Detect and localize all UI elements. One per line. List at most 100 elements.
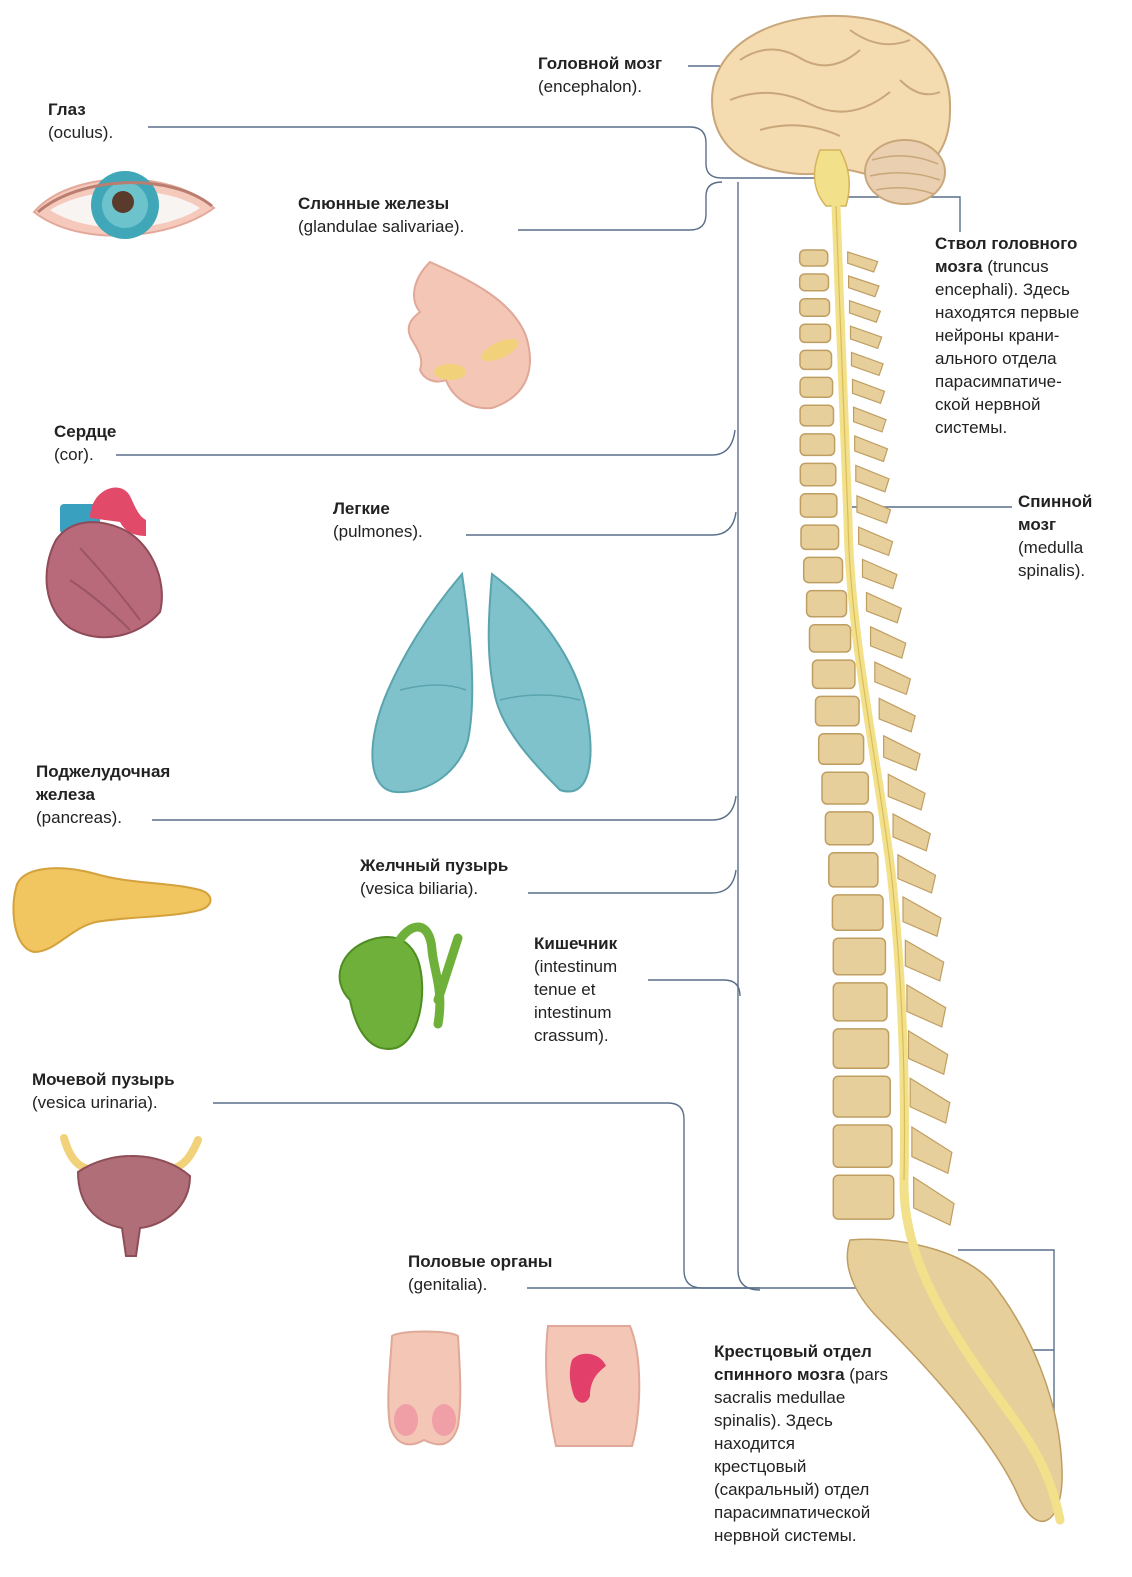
pancreas-illustration (13, 868, 210, 952)
label-genitalia-latin: (genitalia). (408, 1273, 552, 1296)
leader-heart (116, 430, 735, 455)
vertebra-process (871, 627, 906, 658)
vertebra-process (909, 1031, 948, 1074)
vertebra-body (833, 983, 887, 1021)
label-pancreas-latin: (pancreas). (36, 806, 170, 829)
label-heart-latin: (cor). (54, 443, 116, 466)
label-sacral-line-5: находится (714, 1432, 888, 1455)
bladder-illustration (64, 1138, 198, 1256)
label-intestine-line-3: intestinum (534, 1001, 617, 1024)
vertebra-process (854, 407, 886, 432)
vertebra-body (800, 463, 836, 485)
label-genitalia-title: Половые органы (408, 1250, 552, 1273)
label-brainstem-line-8: ской нервной (935, 393, 1079, 416)
leader-salivary (518, 182, 722, 230)
vertebra-process (893, 814, 930, 851)
vertebra-body (833, 1076, 890, 1117)
leader-gallbladder (528, 870, 736, 893)
label-eye: Глаз (oculus). (48, 98, 113, 144)
vertebra-body (816, 696, 860, 725)
vertebra-process (898, 855, 936, 893)
label-gallbladder-title: Желчный пузырь (360, 854, 508, 877)
label-brain-latin: (encephalon). (538, 75, 662, 98)
label-gallbladder-latin: (vesica biliaria). (360, 877, 508, 900)
label-sacral-line-4: spinalis). Здесь (714, 1409, 888, 1432)
vertebra-process (910, 1078, 950, 1123)
vertebra-process (875, 662, 911, 694)
vertebra-body (800, 250, 828, 266)
leader-trunk (738, 182, 760, 1290)
label-brainstem-line-3: encephali). Здесь (935, 278, 1079, 301)
label-pancreas: Поджелудочная железа (pancreas). (36, 760, 170, 829)
vertebra-process (905, 940, 943, 981)
label-sacral-line-6: крестцовый (714, 1455, 888, 1478)
label-brain: Головной мозг (encephalon). (538, 52, 662, 98)
vertebra-body (800, 274, 829, 291)
label-brainstem-line-7: парасимпатиче- (935, 370, 1079, 393)
vertebra-body (833, 1029, 888, 1068)
vertebra-body (800, 350, 832, 369)
label-salivary-title: Слюнные железы (298, 192, 464, 215)
salivary-glands-illustration (409, 262, 530, 408)
label-spinal-cord-bold-2: мозг (1018, 513, 1092, 536)
vertebra-process (859, 527, 893, 555)
vertebra-body (800, 434, 834, 456)
label-sacral-line-8: парасимпатической (714, 1501, 888, 1524)
vertebra-body (800, 299, 830, 317)
vertebra-body (807, 591, 847, 617)
genitalia-illustration (388, 1326, 639, 1446)
lungs-illustration (372, 574, 590, 792)
label-brainstem-line-9: системы. (935, 416, 1079, 439)
label-lungs: Легкие (pulmones). (333, 497, 423, 543)
label-bladder-title: Мочевой пузырь (32, 1068, 175, 1091)
label-sacral-bold-1: Крестцовый отдел (714, 1340, 888, 1363)
label-salivary-latin: (glandulae salivariae). (298, 215, 464, 238)
vertebra-process (866, 593, 901, 623)
vertebra-process (903, 897, 941, 936)
label-bladder-latin: (vesica urinaria). (32, 1091, 175, 1114)
vertebra-process (853, 379, 885, 403)
label-salivary: Слюнные железы (glandulae salivariae). (298, 192, 464, 238)
gallbladder-illustration (340, 927, 458, 1049)
vertebra-process (850, 301, 881, 322)
label-bladder: Мочевой пузырь (vesica urinaria). (32, 1068, 175, 1114)
vertebra-body (800, 494, 837, 517)
vertebra-body (825, 812, 873, 845)
vertebra-body (810, 625, 851, 652)
vertebra-body (822, 772, 868, 804)
spine-illustration (800, 250, 1062, 1521)
vertebra-process (912, 1127, 952, 1173)
label-brainstem-line-6: ального отдела (935, 347, 1079, 370)
label-brainstem-line-4: находятся первые (935, 301, 1079, 324)
vertebra-process (914, 1177, 954, 1225)
vertebra-process (851, 352, 883, 375)
vertebra-body (819, 734, 864, 765)
label-eye-latin: (oculus). (48, 121, 113, 144)
vertebra-body (804, 557, 843, 582)
label-spinal-cord-bold-1: Спинной (1018, 490, 1092, 513)
label-sacral-latin-1: (pars (845, 1365, 888, 1384)
label-genitalia: Половые органы (genitalia). (408, 1250, 552, 1296)
vertebra-process (862, 559, 896, 588)
vertebra-process (884, 736, 920, 771)
label-eye-title: Глаз (48, 98, 113, 121)
vertebra-process (850, 326, 881, 348)
label-sacral-bold-2: спинного мозга (714, 1365, 845, 1384)
leader-lungs (466, 512, 736, 535)
vertebra-process (857, 496, 891, 523)
vertebra-body (829, 853, 878, 887)
leader-intestine (648, 980, 740, 996)
label-intestine: Кишечник (intestinum tenue et intestinum… (534, 932, 617, 1047)
label-pancreas-title-2: железа (36, 783, 170, 806)
label-spinal-cord-line-3: (medulla (1018, 536, 1092, 559)
vertebra-body (800, 324, 831, 342)
label-intestine-line-2: tenue et (534, 978, 617, 1001)
vertebra-process (907, 985, 946, 1027)
vertebra-body (833, 938, 885, 975)
label-intestine-title: Кишечник (534, 932, 617, 955)
vertebra-process (855, 436, 888, 462)
vertebra-process (849, 276, 879, 297)
vertebra-process (856, 465, 889, 491)
label-gallbladder: Желчный пузырь (vesica biliaria). (360, 854, 508, 900)
